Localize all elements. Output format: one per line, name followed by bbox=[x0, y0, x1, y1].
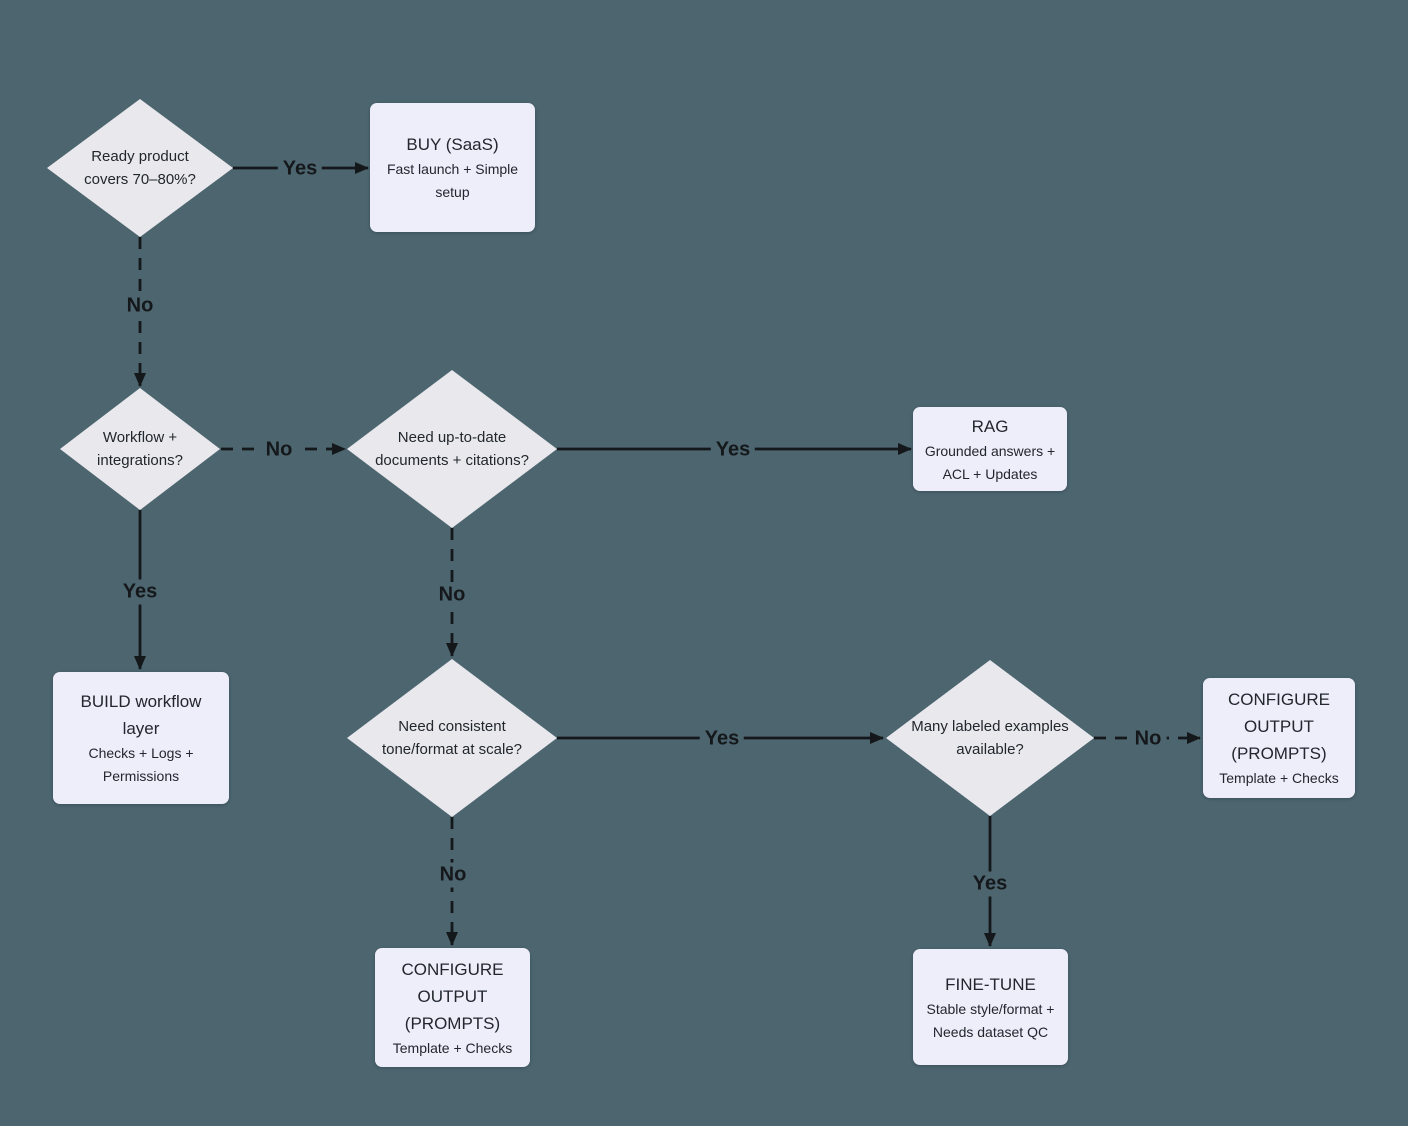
process-rag: RAG Grounded answers + ACL + Updates bbox=[913, 407, 1067, 491]
process-configure-bottom-title-line1: CONFIGURE bbox=[401, 959, 504, 979]
decision-many-examples-line2: available? bbox=[956, 741, 1024, 758]
process-fine-tune-title: FINE-TUNE bbox=[945, 974, 1036, 994]
decision-workflow-line2: integrations? bbox=[97, 452, 183, 469]
process-configure-right-title-line2: OUTPUT bbox=[1244, 717, 1314, 736]
process-configure-bottom-subtitle: Template + Checks bbox=[392, 1039, 513, 1056]
process-rag-title: RAG bbox=[971, 416, 1009, 436]
process-build-title-line2: layer bbox=[122, 719, 160, 738]
decision-ready-product-line2: covers 70–80%? bbox=[84, 171, 196, 188]
edge-label-ready-yes: Yes bbox=[277, 156, 323, 182]
process-buy-saas: BUY (SaaS) Fast launch + Simple setup bbox=[370, 103, 535, 232]
process-fine-tune-subtitle-line1: Stable style/format + bbox=[926, 1000, 1055, 1017]
decision-workflow-line1: Workflow + bbox=[102, 429, 178, 446]
process-build-title-line1: BUILD workflow bbox=[80, 692, 202, 711]
process-build-subtitle-line2: Permissions bbox=[102, 768, 180, 784]
process-buy-saas-title: BUY (SaaS) bbox=[406, 135, 499, 154]
process-build-workflow: BUILD workflow layer Checks + Logs + Per… bbox=[53, 672, 229, 804]
process-configure-right-title-line3: (PROMPTS) bbox=[1231, 744, 1327, 763]
edge-label-docs-yes: Yes bbox=[710, 437, 756, 463]
decision-many-examples-line1: Many labeled examples bbox=[911, 718, 1069, 735]
process-configure-right-subtitle: Template + Checks bbox=[1219, 770, 1339, 786]
edge-label-ready-no: No bbox=[121, 293, 159, 319]
process-fine-tune-subtitle-line2: Needs dataset QC bbox=[932, 1023, 1049, 1040]
decision-need-tone-line1: Need consistent bbox=[398, 718, 506, 735]
process-build-subtitle-line1: Checks + Logs + bbox=[88, 745, 194, 761]
process-buy-saas-subtitle-line1: Fast launch + Simple bbox=[386, 161, 519, 177]
edge-label-workflow-no: No bbox=[260, 437, 298, 463]
process-configure-output-bottom: CONFIGURE OUTPUT (PROMPTS) Template + Ch… bbox=[375, 948, 530, 1067]
process-configure-bottom-title-line3: (PROMPTS) bbox=[404, 1013, 501, 1033]
edge-label-docs-no: No bbox=[433, 582, 471, 608]
edge-label-examples-yes: Yes bbox=[967, 871, 1013, 897]
process-fine-tune: FINE-TUNE Stable style/format + Needs da… bbox=[913, 949, 1068, 1065]
edge-label-tone-yes: Yes bbox=[699, 726, 745, 752]
decision-need-tone-line2: tone/format at scale? bbox=[381, 741, 523, 758]
process-configure-output-right: CONFIGURE OUTPUT (PROMPTS) Template + Ch… bbox=[1203, 678, 1355, 798]
decision-need-docs-line2: documents + citations? bbox=[375, 452, 529, 469]
process-rag-subtitle-line1: Grounded answers + bbox=[924, 442, 1056, 459]
decision-need-docs-line1: Need up-to-date bbox=[397, 429, 507, 446]
decision-ready-product-line1: Ready product bbox=[91, 148, 189, 165]
process-buy-saas-subtitle-line2: setup bbox=[435, 184, 470, 200]
edge-label-examples-no: No bbox=[1129, 726, 1167, 752]
process-configure-bottom-title-line2: OUTPUT bbox=[417, 986, 488, 1006]
process-configure-right-title-line1: CONFIGURE bbox=[1228, 690, 1330, 709]
process-rag-subtitle-line2: ACL + Updates bbox=[942, 465, 1038, 482]
edge-label-tone-no: No bbox=[434, 862, 472, 888]
edge-label-workflow-yes: Yes bbox=[117, 579, 163, 605]
